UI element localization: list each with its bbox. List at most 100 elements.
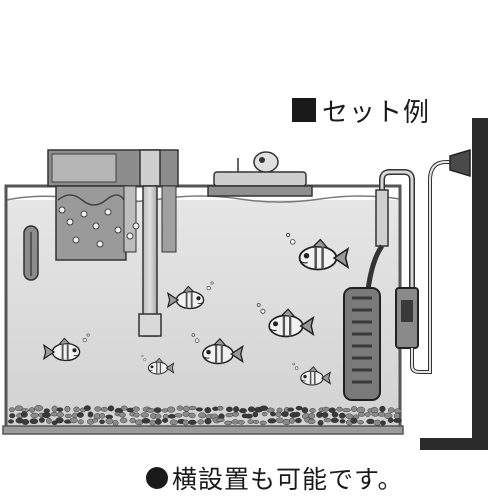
gravel-stone xyxy=(366,418,375,425)
gravel-stone xyxy=(188,405,197,411)
gravel-stone xyxy=(231,411,240,417)
bubble xyxy=(96,240,104,248)
bubble xyxy=(58,206,66,214)
gravel-stone xyxy=(247,406,256,413)
gravel-stone xyxy=(46,417,52,424)
gravel-stone xyxy=(56,407,64,412)
gravel-stone xyxy=(64,413,72,419)
gravel-stone xyxy=(154,413,162,420)
gravel-stone xyxy=(301,407,309,414)
gravel-stone xyxy=(94,406,102,412)
gravel-stone xyxy=(100,407,108,412)
gravel-stone xyxy=(38,417,45,423)
gravel-stone xyxy=(99,413,106,419)
gravel-stone xyxy=(119,417,128,424)
gravel-stone xyxy=(169,419,178,426)
gravel-stone xyxy=(308,413,315,419)
surface-float-device xyxy=(207,151,313,197)
fish xyxy=(166,281,214,310)
gravel-stone xyxy=(182,411,190,417)
gravel-stone xyxy=(224,420,233,425)
gravel-stone xyxy=(293,411,301,417)
gravel-stone xyxy=(275,411,282,417)
gravel-stone xyxy=(14,405,24,411)
gravel-stone xyxy=(28,407,35,413)
black-circle-icon xyxy=(146,467,168,489)
gravel-stone xyxy=(339,419,346,424)
bubble xyxy=(126,232,134,240)
gravel-stone xyxy=(162,418,169,423)
gravel-stone xyxy=(393,412,401,419)
gravel-stone xyxy=(342,408,351,413)
fish xyxy=(286,232,350,271)
gravel-stone xyxy=(379,405,386,413)
bubble xyxy=(132,222,140,230)
gravel-stone xyxy=(56,412,64,418)
gravel-stone xyxy=(55,417,64,424)
bubble xyxy=(66,218,74,226)
thermometer xyxy=(23,225,39,281)
gravel-stone xyxy=(132,406,140,412)
gravel-stone xyxy=(188,419,197,425)
gravel-stone xyxy=(146,408,155,413)
gravel-stone xyxy=(107,405,115,412)
fish-group xyxy=(42,232,350,386)
gravel-stone xyxy=(174,413,183,418)
fish xyxy=(292,362,331,386)
gravel-stone xyxy=(281,411,289,417)
gravel-stone xyxy=(105,418,114,425)
gravel-stone xyxy=(140,412,149,418)
gravel-stone xyxy=(252,411,259,418)
gravel-stone xyxy=(133,412,140,418)
gravel-stone xyxy=(364,412,371,417)
gravel-stone xyxy=(233,406,240,413)
gravel-stone xyxy=(30,412,39,418)
gravel-stone xyxy=(217,405,224,411)
gravel-stone xyxy=(330,417,339,423)
gravel-stone xyxy=(331,411,339,418)
gravel-stone xyxy=(276,407,283,413)
gravel-stone xyxy=(357,420,364,425)
gravel-stone xyxy=(394,408,402,414)
gravel-stone xyxy=(267,418,277,424)
gravel-stone xyxy=(350,417,358,424)
gravel-stone xyxy=(120,405,128,411)
fish xyxy=(141,354,175,375)
gravel-stone xyxy=(225,406,233,412)
gravel-stone xyxy=(155,418,162,425)
gravel-stone xyxy=(336,406,343,412)
bubble xyxy=(72,236,80,244)
gravel-stone xyxy=(345,413,354,419)
gravel-stone xyxy=(373,419,382,426)
gravel-stone xyxy=(29,418,39,425)
gravel-stone xyxy=(350,406,358,412)
fish xyxy=(42,333,90,362)
gravel-stone xyxy=(287,407,295,412)
gravel-stone xyxy=(20,411,28,418)
gravel-stone xyxy=(338,412,346,419)
gravel-stone xyxy=(237,420,245,425)
fish xyxy=(191,333,244,365)
wall-shelf xyxy=(420,118,488,450)
page-title: セット例 xyxy=(292,92,430,128)
bubble xyxy=(92,222,100,230)
gravel-stone xyxy=(129,417,136,424)
footer-note: 横設置も可能です。 xyxy=(146,462,404,494)
gravel-stone xyxy=(51,405,58,413)
gravel-stone xyxy=(317,420,324,426)
gravel-stone xyxy=(72,412,78,419)
gravel-stone xyxy=(252,419,260,424)
gravel-stone xyxy=(245,413,253,419)
gravel-stone xyxy=(64,405,71,413)
external-filter xyxy=(343,148,471,401)
gravel-stone xyxy=(380,420,386,426)
title-text: セット例 xyxy=(322,97,431,128)
gravel-stone xyxy=(387,417,394,423)
gravel-stone xyxy=(141,418,151,424)
gravel-stone xyxy=(92,418,99,423)
gravel-stone xyxy=(275,417,284,424)
gravel-stone xyxy=(216,418,225,423)
fish xyxy=(256,303,315,338)
gravel-stone xyxy=(295,417,302,424)
gravel-stone xyxy=(87,411,94,418)
